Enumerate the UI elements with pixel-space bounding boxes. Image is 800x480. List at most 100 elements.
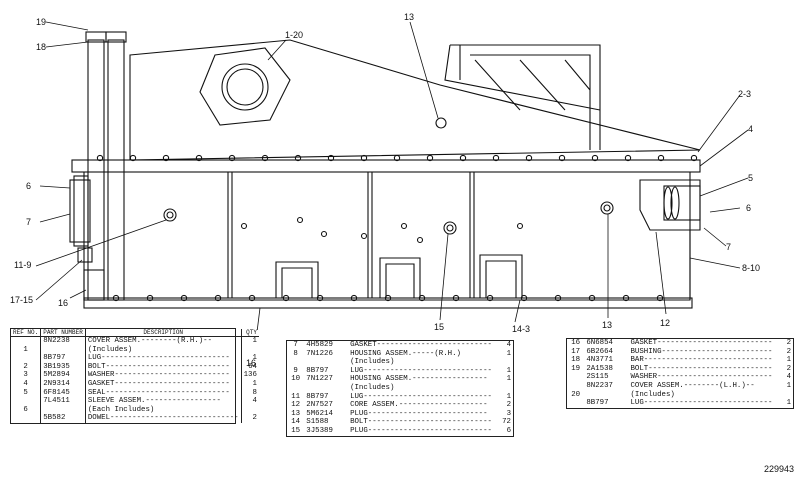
callout-11-9: 11-9: [14, 260, 32, 270]
part-number-cell: 8B797: [306, 392, 329, 401]
quantity-cell: 4: [240, 397, 259, 406]
parts-table-middle: 7 4H5829 GASKET-------------------------- 4…: [286, 340, 514, 437]
ref-number-cell: 19: [571, 364, 581, 373]
description-cell: PLUG---------------------------: [350, 409, 488, 418]
callout-8-10: 8-10: [742, 263, 761, 273]
quantity-cell: [240, 405, 259, 415]
ref-number-cell: 17: [571, 347, 581, 356]
quantity-cell: 2: [786, 339, 791, 347]
description-cell: CORE ASSEM.--------------------: [350, 401, 488, 410]
description-cell: BUSHING-------------------------: [630, 347, 773, 356]
description-cell: (Includes): [87, 345, 133, 354]
ref-number-cell: 2: [11, 362, 42, 372]
header-qty: QTY: [240, 329, 259, 337]
table-row: 7 4H5829 GASKET-------------------------- 4: [287, 341, 513, 350]
top-flange-bolts: [96, 154, 698, 162]
ref-number-cell: 14: [291, 418, 301, 427]
ref-number-cell: 3: [11, 371, 42, 380]
part-number-cell: 8N2237: [586, 381, 613, 390]
quantity-cell: 136: [240, 371, 259, 380]
description-cell: LUG-----------------------------: [630, 399, 773, 408]
part-number-cell: 8B797: [586, 399, 609, 408]
ref-number-cell: [567, 382, 584, 391]
ref-number-cell: 7: [293, 341, 298, 349]
callout-15: 15: [434, 322, 445, 332]
description-cell: PLUG----------------------------: [350, 426, 492, 435]
hex-cover: [199, 47, 291, 126]
ref-number-cell: [11, 336, 42, 346]
left-pipe-2: [107, 39, 125, 301]
description-cell: GASKET--------------------------: [350, 341, 492, 349]
callout-2-3: 2-3: [738, 89, 752, 99]
callout-7-left: 7: [26, 217, 32, 227]
callout-19: 19: [36, 17, 47, 27]
callout-6-left: 6: [26, 181, 32, 191]
housing-top-flange: [71, 159, 701, 173]
description-cell: SLEEVE ASSEM.-----------------: [87, 397, 221, 406]
ref-number-cell: 18: [571, 356, 581, 365]
description-cell: WASHER--------------------------: [630, 373, 773, 382]
quantity-cell: 2: [506, 401, 511, 410]
ref-number-cell: [287, 384, 304, 393]
ref-number-cell: 8: [293, 349, 298, 358]
description-cell: COVER ASSEM.--------(R.H.)--: [87, 337, 213, 345]
ref-number-cell: 6: [11, 405, 42, 415]
quantity-cell: [240, 345, 259, 355]
description-cell: LUG-----------------------------: [350, 392, 492, 401]
part-number-cell: 2N9314: [40, 379, 86, 389]
ref-number-cell: 15: [291, 426, 301, 435]
part-number-cell: 7N1227: [306, 375, 333, 384]
description-cell: GASKET--------------------------: [87, 379, 230, 388]
lifting-bracket: [450, 44, 601, 150]
callout-6-right: 6: [746, 203, 752, 213]
part-number-cell: 7N1226: [306, 349, 333, 358]
ref-number-cell: 11: [291, 392, 301, 401]
ref-number-cell: 9: [293, 366, 298, 375]
header-part: PART NUMBER: [40, 329, 86, 337]
quantity-cell: [774, 391, 793, 400]
part-number-cell: 4H5829: [306, 341, 333, 349]
ref-number-cell: [11, 354, 42, 363]
part-number-cell: 6F8145: [40, 388, 86, 398]
callout-7-right: 7: [726, 242, 732, 252]
description-cell: (Includes): [350, 358, 395, 367]
ref-number-cell: [11, 414, 42, 423]
quantity-cell: 1: [240, 354, 259, 363]
right-end-cutaway: [639, 179, 701, 231]
quantity-cell: 1: [506, 366, 511, 375]
quantity-cell: 2: [786, 347, 791, 356]
exploded-view-diagram: [35, 21, 749, 330]
part-number-cell: 4N3771: [586, 356, 613, 365]
ref-number-cell: 4: [11, 379, 42, 389]
description-cell: HOUSING ASSEM.-----(R.H.): [350, 349, 461, 358]
table-row: 6(Each Includes): [11, 405, 259, 415]
bushing: [83, 269, 105, 301]
quantity-cell: 72: [502, 418, 511, 427]
quantity-cell: 64: [240, 362, 259, 372]
callout-4: 4: [748, 124, 754, 134]
quantity-cell: 1: [786, 356, 791, 365]
quantity-cell: 3: [506, 409, 511, 418]
plug-13: [600, 201, 614, 215]
part-number-cell: 5M6214: [306, 409, 333, 418]
ref-number-cell: 12: [291, 401, 301, 410]
quantity-cell: 4: [506, 341, 511, 349]
callout-5: 5: [748, 173, 754, 183]
table-row: (Includes): [287, 384, 513, 393]
part-number-cell: [304, 384, 348, 393]
quantity-cell: 2: [786, 364, 791, 373]
callout-18: 18: [36, 42, 47, 52]
part-number-cell: 6B2664: [586, 347, 613, 356]
